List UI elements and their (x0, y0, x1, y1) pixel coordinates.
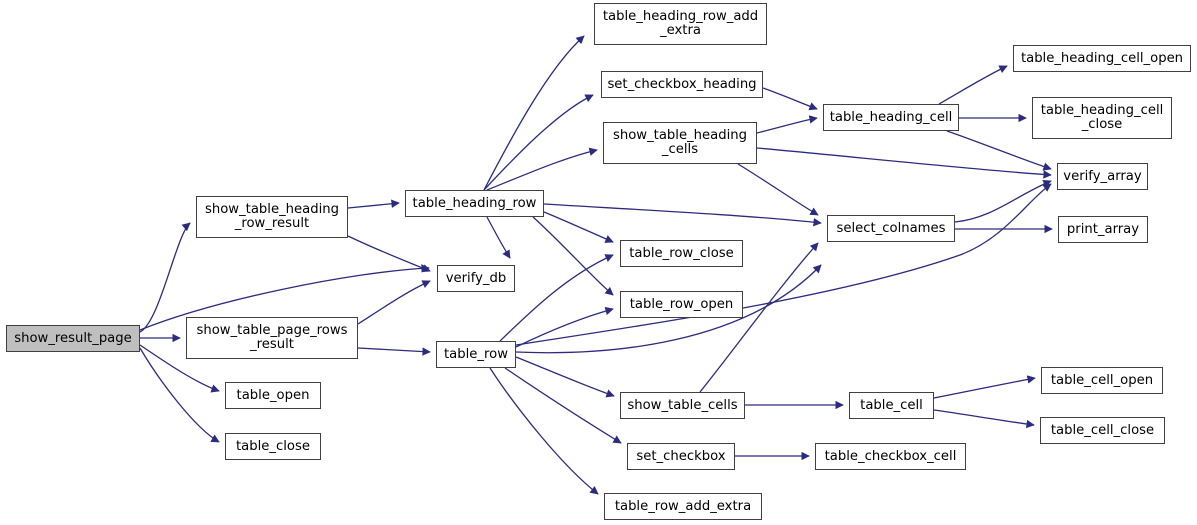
node-table_cell[interactable]: table_cell (849, 392, 934, 419)
node-label: table_heading_cell_open (1020, 50, 1184, 66)
edge-show_table_heading_row_result-to-verify_db (347, 235, 431, 273)
edge-select_colnames-to-verify_array (954, 180, 1052, 223)
edge-show_table_page_rows_result-to-verify_db (357, 280, 431, 325)
edge-show_table_heading_cells-to-select_colnames (737, 163, 819, 216)
edge-show_table_heading_row_result-to-table_heading_row (347, 199, 400, 209)
edge-table_heading_row-to-table_row_open (532, 216, 614, 296)
node-label: set_checkbox (636, 448, 726, 464)
node-label: show_table_cells (627, 397, 738, 413)
node-label: table_cell_open (1050, 372, 1154, 388)
edge-show_table_heading_cells-to-verify_array (756, 147, 1052, 179)
node-table_heading_row[interactable]: table_heading_row (405, 190, 544, 217)
node-label: verify_array (1063, 168, 1142, 184)
edge-table_row-to-show_table_cells (515, 356, 615, 398)
node-label: table_heading_row (412, 195, 537, 211)
edge-table_row-to-table_row_close (499, 254, 614, 342)
edge-table_cell-to-table_cell_close (933, 409, 1035, 429)
edge-show_table_cells-to-select_colnames (699, 242, 819, 393)
node-table_cell_close[interactable]: table_cell_close (1040, 417, 1165, 444)
edge-table_row-to-verify_array (515, 183, 1052, 346)
node-table_checkbox_cell[interactable]: table_checkbox_cell (815, 443, 966, 470)
edge-table_heading_row-to-table_row_close (543, 211, 614, 243)
node-label: table_heading_row_add _extra (602, 9, 759, 38)
node-verify_db[interactable]: verify_db (437, 265, 515, 292)
node-label: select_colnames (836, 220, 946, 236)
node-table_row_close[interactable]: table_row_close (620, 240, 743, 267)
node-table_row_add_extra[interactable]: table_row_add_extra (604, 493, 762, 520)
node-label: table_cell_close (1050, 422, 1155, 438)
node-label: table_row_open (629, 296, 734, 312)
edge-show_table_page_rows_result-to-table_row (357, 347, 431, 356)
node-label: table_open (236, 387, 310, 403)
node-label: table_row_close (629, 245, 734, 261)
edge-table_heading_row-to-show_table_heading_cells (486, 147, 598, 191)
node-show_result_page[interactable]: show_result_page (6, 325, 140, 352)
node-label: show_table_page_rows _result (196, 323, 348, 352)
node-set_checkbox[interactable]: set_checkbox (627, 443, 735, 470)
node-label: verify_db (445, 270, 507, 286)
edge-table_heading_row-to-select_colnames (543, 203, 822, 227)
edge-table_cell-to-table_cell_open (933, 375, 1036, 399)
node-table_heading_cell_close[interactable]: table_heading_cell _close (1032, 97, 1172, 139)
node-show_table_page_rows_result[interactable]: show_table_page_rows _result (186, 317, 358, 359)
node-label: table_heading_cell (829, 109, 953, 125)
node-show_table_heading_row_result[interactable]: show_table_heading _row_result (196, 196, 348, 238)
node-table_heading_cell[interactable]: table_heading_cell (823, 104, 959, 131)
node-label: table_row (444, 346, 508, 362)
edge-table_row-to-set_checkbox (504, 367, 622, 444)
node-table_heading_row_add_extra[interactable]: table_heading_row_add _extra (594, 3, 767, 45)
edge-table_row-to-table_row_add_extra (489, 367, 599, 495)
node-table_close[interactable]: table_close (225, 433, 321, 460)
node-select_colnames[interactable]: select_colnames (827, 215, 955, 242)
node-label: show_result_page (14, 330, 132, 346)
node-label: print_array (1066, 221, 1140, 237)
edge-show_result_page-to-show_table_heading_row_result (139, 222, 191, 333)
node-show_table_heading_cells[interactable]: show_table_heading _cells (603, 122, 757, 164)
node-print_array[interactable]: print_array (1058, 216, 1148, 243)
edge-show_result_page-to-verify_db (139, 264, 430, 331)
edge-table_row-to-table_row_open (515, 306, 614, 348)
edge-table_row-to-select_colnames (515, 264, 822, 354)
node-set_checkbox_heading[interactable]: set_checkbox_heading (601, 71, 763, 98)
node-label: table_cell (860, 397, 923, 413)
edge-show_result_page-to-table_open (139, 344, 220, 393)
node-table_heading_cell_open[interactable]: table_heading_cell_open (1013, 45, 1191, 72)
node-table_open[interactable]: table_open (225, 382, 321, 409)
node-show_table_cells[interactable]: show_table_cells (620, 392, 745, 419)
node-label: table_close (236, 438, 310, 454)
node-label: set_checkbox_heading (607, 76, 757, 92)
edge-set_checkbox_heading-to-table_heading_cell (762, 87, 818, 111)
edge-table_heading_cell-to-table_heading_cell_open (938, 65, 1008, 105)
edge-table_heading_row-to-verify_db (486, 216, 511, 259)
node-label: table_heading_cell _close (1040, 103, 1164, 132)
edge-show_result_page-to-table_close (139, 347, 220, 443)
node-label: show_table_heading _cells (613, 128, 747, 157)
node-table_row_open[interactable]: table_row_open (620, 291, 743, 318)
edge-table_heading_row-to-table_heading_row_add_extra (483, 35, 585, 191)
node-label: show_table_heading _row_result (205, 202, 339, 231)
node-label: table_row_add_extra (614, 498, 752, 514)
edge-show_table_heading_cells-to-table_heading_cell (756, 115, 818, 134)
node-table_cell_open[interactable]: table_cell_open (1041, 367, 1163, 394)
edge-table_heading_cell-to-verify_array (946, 130, 1052, 171)
node-verify_array[interactable]: verify_array (1057, 163, 1148, 190)
node-label: table_checkbox_cell (824, 448, 957, 464)
edge-table_heading_row-to-set_checkbox_heading (483, 94, 594, 191)
node-table_row[interactable]: table_row (436, 341, 516, 368)
